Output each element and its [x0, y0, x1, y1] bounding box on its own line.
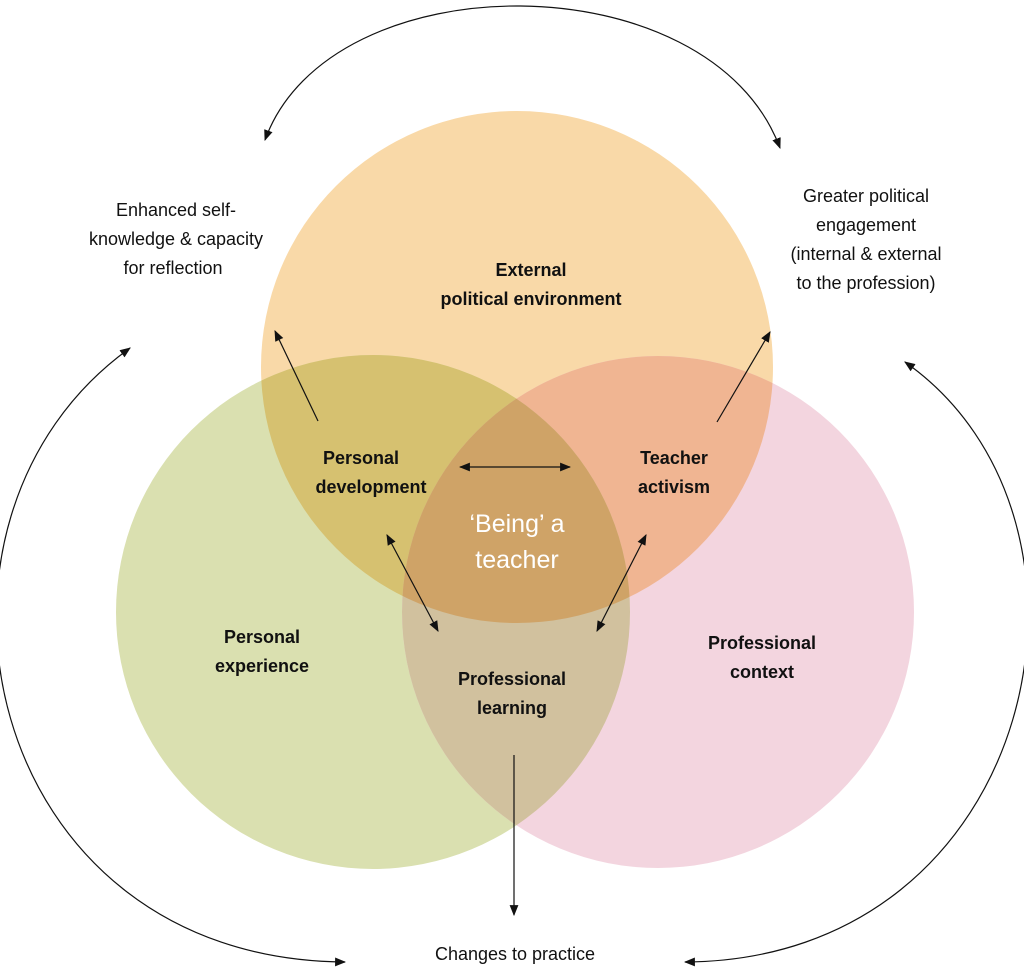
top-cycle-arrow	[264, 5, 781, 150]
overlap-being-a-teacher	[402, 356, 630, 623]
left-cycle-arrow	[0, 347, 347, 967]
development-outcome-arrow	[274, 330, 319, 422]
outcome-changes-to-practice: Changes to practice	[435, 944, 595, 964]
left-double-arrow	[386, 534, 439, 632]
right-double-arrow	[596, 534, 647, 632]
activism-outcome-arrow	[716, 331, 771, 423]
right-cycle-arrow	[683, 361, 1024, 967]
